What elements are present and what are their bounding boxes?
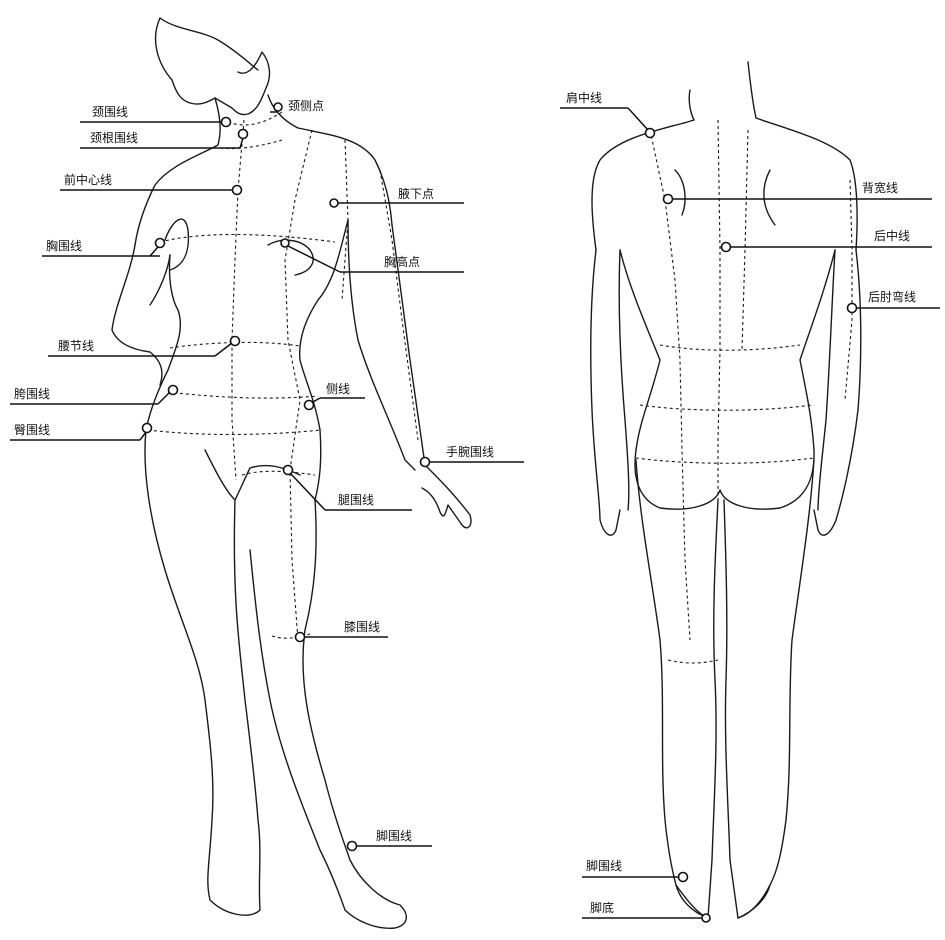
back-shoulders (592, 118, 857, 250)
back-head-neck (689, 62, 756, 120)
bust-point-marker (281, 239, 289, 247)
front-crotch (205, 450, 300, 500)
back-knee-dashline (668, 660, 718, 663)
neck-marker (222, 118, 231, 127)
label-front-ankle: 脚围线 (376, 828, 412, 843)
front-center-marker (233, 186, 242, 195)
label-seat: 臀围线 (14, 423, 50, 437)
label-neck: 颈围线 (92, 105, 128, 119)
front-hair (160, 18, 258, 70)
elbow-marker (848, 304, 857, 313)
back-hip-dashline (640, 405, 812, 410)
front-neck-left (135, 98, 220, 245)
back-ankle-marker (679, 873, 688, 882)
label-bust: 胸围线 (46, 238, 82, 253)
label-hip-upper: 胯围线 (14, 387, 50, 401)
label-thigh: 腿围线 (338, 493, 374, 507)
front-thigh-dashline (242, 471, 315, 475)
label-back-ankle: 脚围线 (586, 858, 622, 873)
label-bust-point: 胸高点 (384, 254, 420, 269)
front-center-dashline (232, 120, 244, 480)
armpit-marker (330, 199, 338, 207)
label-knee: 膝围线 (344, 620, 380, 634)
neck-side-marker (274, 103, 282, 111)
back-waist-dashline (660, 345, 800, 350)
front-neck-dashline (228, 112, 282, 125)
front-bust-dashline (160, 235, 335, 243)
label-waist: 腰节线 (58, 339, 94, 353)
label-back-width: 背宽线 (862, 180, 898, 195)
front-arm-dashline (380, 170, 418, 440)
hip-upper-marker (169, 386, 178, 395)
back-right-arm (814, 250, 861, 535)
back-center-dashline (718, 120, 720, 500)
front-left-leg (145, 430, 260, 915)
label-armpit-point: 腋下点 (398, 186, 434, 201)
front-torso-right (300, 220, 348, 500)
back-blade-right (764, 170, 775, 225)
label-neck-side-point: 颈侧点 (288, 99, 324, 113)
front-right-leg (250, 500, 406, 928)
side-marker (305, 401, 314, 410)
label-elbow: 后肘弯线 (868, 289, 916, 304)
wrist-marker (421, 458, 430, 467)
front-ankle-marker (348, 842, 357, 851)
back-center-marker (722, 243, 731, 252)
label-neck-base: 颈根围线 (90, 131, 138, 145)
front-hip-dashline (168, 392, 318, 398)
back-left-arm (591, 250, 629, 535)
label-wrist: 手腕围线 (446, 444, 494, 459)
label-heel: 脚底 (590, 900, 614, 915)
seat-marker (143, 424, 152, 433)
back-arm-dashline (845, 180, 852, 400)
front-annotations: 颈围线 颈侧点 颈根围线 前中心线 腋下点 胸围线 胸高点 腰节线 胯围线 (10, 99, 524, 851)
heel-marker (702, 914, 710, 922)
waist-marker (231, 337, 240, 346)
thigh-marker (284, 466, 293, 475)
label-front-center: 前中心线 (64, 172, 112, 187)
front-neckbase-dashline (220, 140, 282, 149)
neck-base-marker (239, 130, 248, 139)
front-left-arm (112, 245, 170, 385)
back-seat-dashline (636, 458, 814, 463)
back-right-leg (724, 460, 814, 918)
back-figure (591, 62, 861, 918)
bust-marker (156, 239, 165, 248)
knee-marker (296, 633, 305, 642)
back-annotations: 肩中线 背宽线 后中线 后肘弯线 脚围线 脚底 (560, 90, 940, 922)
label-side: 侧线 (326, 382, 350, 396)
label-back-center: 后中线 (874, 228, 910, 243)
front-side-dashline (342, 140, 348, 300)
front-bust-right (268, 240, 313, 275)
shoulder-center-marker (646, 129, 655, 138)
back-feet (676, 860, 770, 918)
back-width-marker (664, 195, 673, 204)
label-shoulder-center: 肩中线 (566, 90, 602, 105)
back-left-leg (636, 460, 718, 918)
back-blade-left (675, 170, 685, 215)
back-right-dashline (742, 130, 748, 350)
